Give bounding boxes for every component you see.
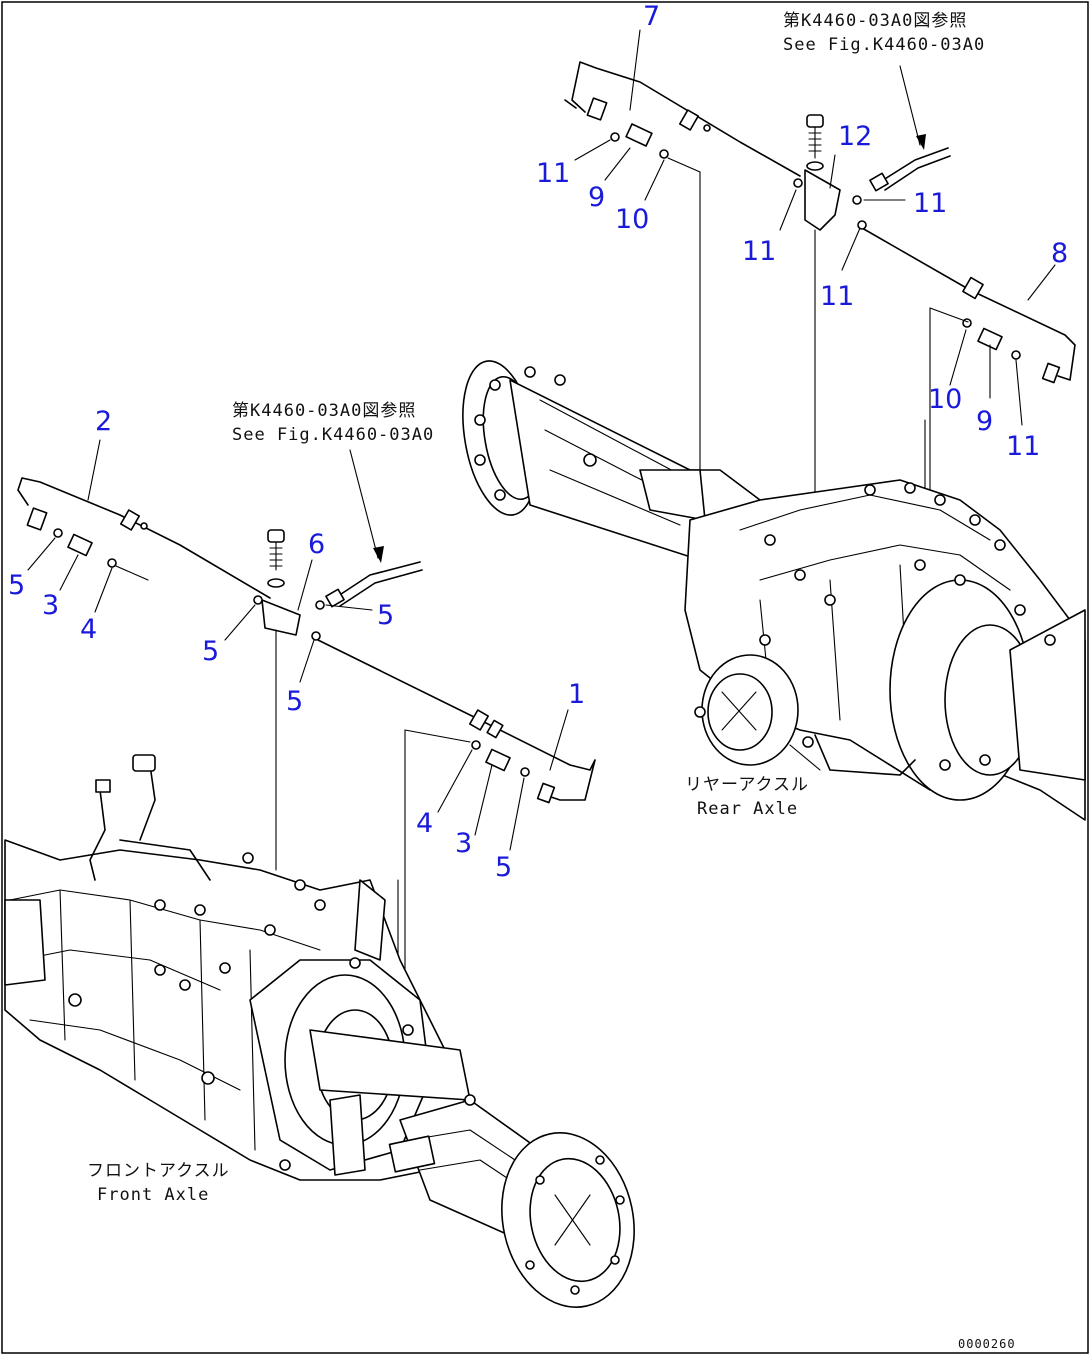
callout-6: 6 bbox=[308, 529, 325, 560]
callout-5: 5 bbox=[8, 570, 25, 601]
callout-11: 11 bbox=[820, 281, 854, 312]
bracket-6 bbox=[261, 529, 301, 871]
sensor-9-right bbox=[977, 327, 1003, 351]
sensor-9-left bbox=[625, 123, 653, 147]
rear-axle bbox=[462, 360, 1086, 821]
pipe-2 bbox=[17, 477, 271, 599]
callout-10: 10 bbox=[615, 204, 649, 235]
see-fig-jp-top: 第K4460-03A0図参照 bbox=[783, 11, 967, 31]
callout-2: 2 bbox=[95, 406, 112, 437]
pipe-7 bbox=[571, 61, 801, 177]
callout-11: 11 bbox=[536, 158, 570, 189]
see-fig-en-left: See Fig.K4460-03A0 bbox=[232, 425, 434, 445]
pipe-8 bbox=[861, 227, 1076, 381]
sensor-3-left bbox=[67, 533, 93, 557]
callout-3: 3 bbox=[42, 590, 59, 621]
reference-texts: 第K4460-03A0図参照 See Fig.K4460-03A0 第K4460… bbox=[87, 11, 1016, 1351]
callout-4: 4 bbox=[416, 808, 433, 839]
callout-12: 12 bbox=[838, 121, 872, 152]
see-fig-en-top: See Fig.K4460-03A0 bbox=[783, 35, 985, 55]
callout-7: 7 bbox=[643, 1, 660, 32]
front-axle-bolts bbox=[68, 852, 625, 1295]
rear-piping bbox=[564, 29, 1076, 701]
callout-10: 10 bbox=[928, 384, 962, 415]
callout-9: 9 bbox=[976, 406, 993, 437]
callout-5: 5 bbox=[286, 686, 303, 717]
see-fig-jp-left: 第K4460-03A0図参照 bbox=[232, 401, 416, 421]
front-axle bbox=[4, 754, 635, 1308]
callout-5: 5 bbox=[377, 600, 394, 631]
callouts: 7 12 11 9 10 11 11 11 8 10 9 11 2 6 5 3 … bbox=[8, 1, 1068, 883]
callout-11: 11 bbox=[913, 188, 947, 219]
callout-4: 4 bbox=[80, 614, 97, 645]
pipe-1 bbox=[317, 639, 596, 801]
front-axle-label-jp: フロントアクスル bbox=[87, 1161, 230, 1181]
callout-3: 3 bbox=[455, 828, 472, 859]
callout-5: 5 bbox=[495, 852, 512, 883]
rear-axle-bolts bbox=[474, 366, 1056, 771]
callout-11: 11 bbox=[742, 236, 776, 267]
front-axle-label-en: Front Axle bbox=[97, 1185, 209, 1205]
callout-9: 9 bbox=[588, 182, 605, 213]
callout-5: 5 bbox=[202, 636, 219, 667]
rear-axle-label-en: Rear Axle bbox=[697, 799, 798, 819]
callout-1: 1 bbox=[568, 679, 585, 710]
bracket-12 bbox=[804, 114, 841, 591]
callout-8: 8 bbox=[1051, 238, 1068, 269]
callout-11: 11 bbox=[1006, 431, 1040, 462]
sensor-3-right bbox=[485, 748, 511, 772]
rear-axle-label-jp: リヤーアクスル bbox=[685, 775, 809, 795]
drawing-code: 0000260 bbox=[958, 1337, 1016, 1351]
